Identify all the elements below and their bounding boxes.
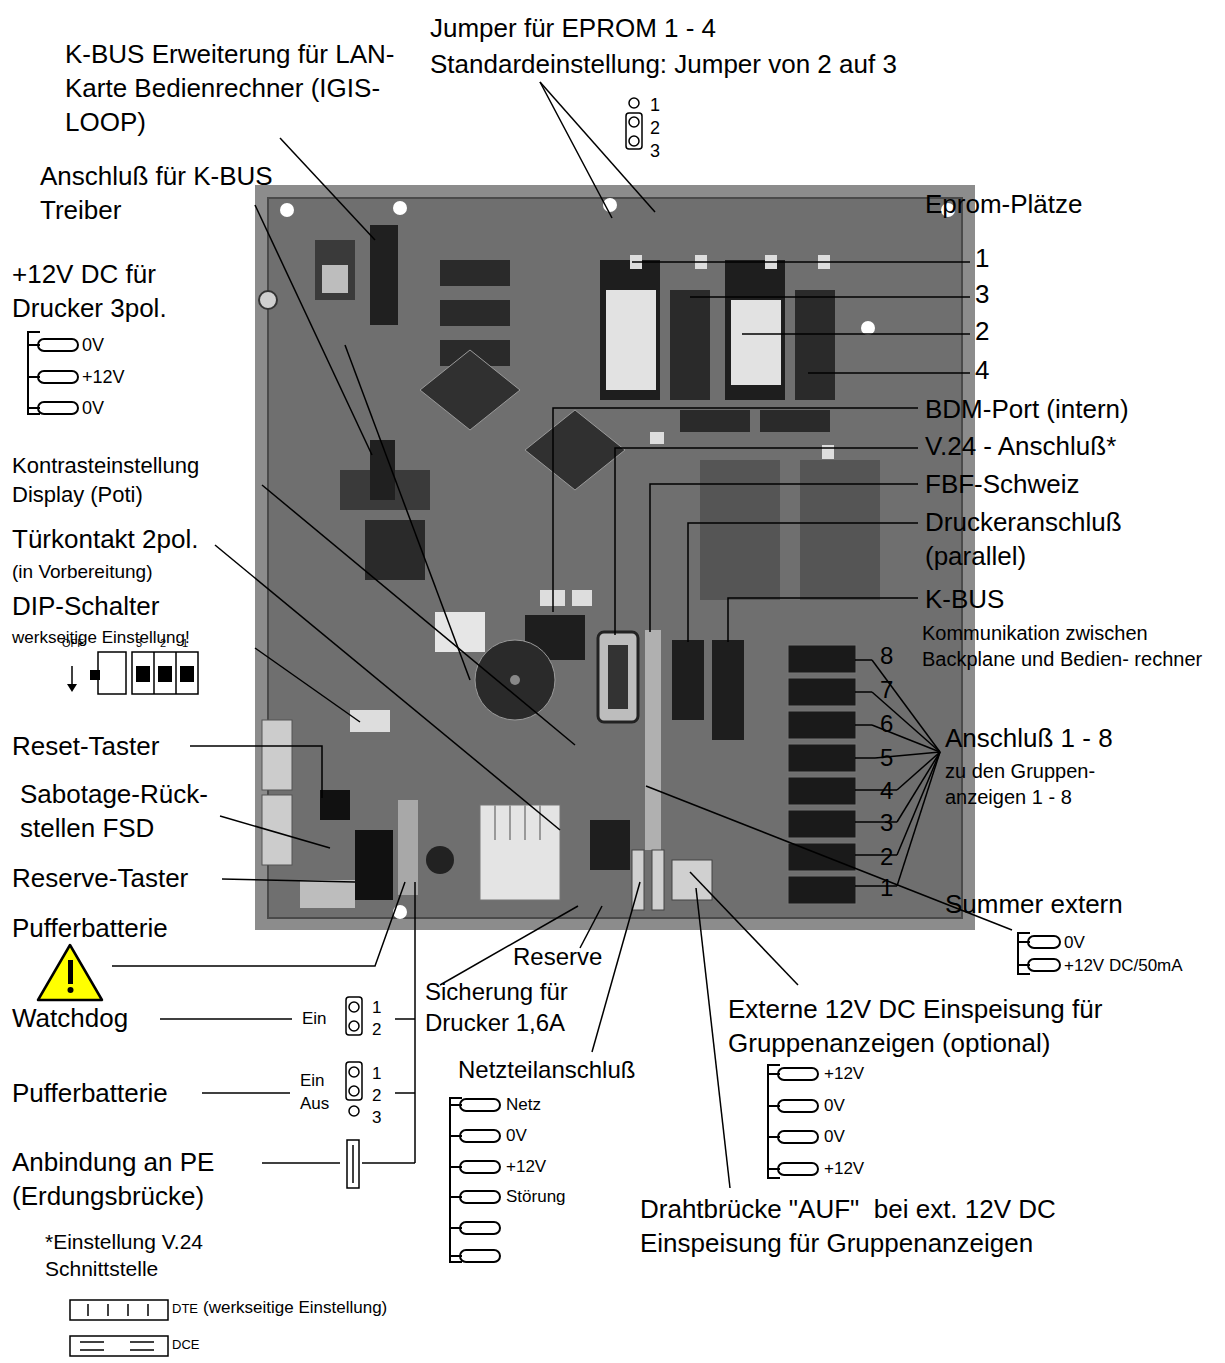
pin-label: 0V bbox=[82, 334, 104, 357]
callout-label: 7 bbox=[880, 674, 893, 705]
callout-label: Kommunikation zwischen Backplane und Bed… bbox=[922, 620, 1212, 672]
callout-label: 8 bbox=[880, 640, 893, 671]
callout-label: 1 bbox=[975, 242, 989, 276]
callout-label: K-BUS bbox=[925, 583, 1004, 617]
callout-label: Eprom-Plätze bbox=[925, 188, 1083, 222]
callout-label: Standardeinstellung: Jumper von 2 auf 3 bbox=[430, 48, 897, 82]
pin-label: 3 bbox=[372, 1107, 381, 1129]
callout-label: V.24 - Anschluß* bbox=[925, 430, 1116, 464]
pin-label: +12V bbox=[824, 1063, 864, 1085]
callout-label: 4 bbox=[880, 775, 893, 806]
callout-label: *Einstellung V.24 Schnittstelle bbox=[45, 1228, 275, 1283]
pin-label: 1 bbox=[372, 997, 381, 1019]
pin-label: +12V bbox=[82, 366, 125, 389]
callout-label: Netzteilanschluß bbox=[458, 1054, 635, 1085]
callout-label: Anbindung an PE (Erdungsbrücke) bbox=[12, 1146, 257, 1214]
pin-label: 2 bbox=[372, 1085, 381, 1107]
pin-label: 2 bbox=[650, 117, 660, 140]
callout-label: 6 bbox=[880, 708, 893, 739]
pin-label: +12V bbox=[824, 1158, 864, 1180]
callout-label: Druckeranschluß (parallel) bbox=[925, 506, 1205, 574]
pin-label: +12V DC/50mA bbox=[1064, 955, 1183, 977]
callout-label: +12V DC für Drucker 3pol. bbox=[12, 258, 237, 326]
callout-label: 2 bbox=[880, 841, 893, 872]
callout-label: 5 bbox=[880, 742, 893, 773]
pin-label: DCE bbox=[172, 1337, 199, 1354]
pin-label: Ein bbox=[300, 1070, 325, 1092]
callout-label: K-BUS Erweiterung für LAN-Karte Bedienre… bbox=[65, 38, 425, 139]
pin-label: 1 bbox=[182, 636, 188, 650]
pin-label: Ein bbox=[302, 1008, 327, 1030]
pin-label: 3 bbox=[650, 140, 660, 163]
pin-label: +12V bbox=[506, 1156, 546, 1178]
pin-label: 1 bbox=[372, 1063, 381, 1085]
callout-label: DIP-Schalter bbox=[12, 590, 159, 624]
pin-label: 2 bbox=[372, 1019, 381, 1041]
pin-label: 0V bbox=[82, 397, 104, 420]
callout-label: 3 bbox=[880, 807, 893, 838]
pin-label: Störung bbox=[506, 1186, 566, 1208]
callout-label: Anschluß 1 - 8 bbox=[945, 722, 1113, 756]
callout-label: Pufferbatterie bbox=[12, 1077, 168, 1111]
callout-label: Reserve-Taster bbox=[12, 862, 188, 896]
callout-label: Sabotage-Rück- stellen FSD bbox=[20, 778, 255, 846]
callout-label: 3 bbox=[975, 278, 989, 312]
callout-label: Pufferbatterie bbox=[12, 912, 168, 946]
pin-label: 3 bbox=[136, 636, 142, 650]
pin-label: 1 bbox=[650, 94, 660, 117]
callout-label: 4 bbox=[975, 354, 989, 388]
callout-label: Jumper für EPROM 1 - 4 bbox=[430, 12, 716, 46]
pin-label: OFF bbox=[62, 636, 84, 650]
pin-label: Aus bbox=[300, 1093, 329, 1115]
pin-label: 0V bbox=[1064, 932, 1085, 954]
callout-label: Summer extern bbox=[945, 888, 1123, 922]
callout-label: Sicherung für Drucker 1,6A bbox=[425, 976, 640, 1038]
callout-label: Externe 12V DC Einspeisung für Gruppenan… bbox=[728, 993, 1163, 1061]
callout-label: BDM-Port (intern) bbox=[925, 393, 1129, 427]
pin-label: (in Vorbereitung) bbox=[12, 560, 152, 585]
callout-label: 2 bbox=[975, 315, 989, 349]
pin-label: (werkseitige Einstellung) bbox=[203, 1297, 387, 1319]
pin-label: DTE bbox=[172, 1301, 198, 1318]
callout-label: Reserve bbox=[513, 941, 602, 972]
callout-label: Reset-Taster bbox=[12, 730, 159, 764]
callout-label: Drahtbrücke "AUF" bei ext. 12V DC Einspe… bbox=[640, 1193, 1150, 1261]
callout-label: zu den Gruppen- anzeigen 1 - 8 bbox=[945, 758, 1130, 810]
pin-label: 2 bbox=[160, 636, 166, 650]
pin-label: 0V bbox=[824, 1126, 845, 1148]
callout-label: 1 bbox=[880, 872, 893, 903]
callout-label: FBF-Schweiz bbox=[925, 468, 1080, 502]
pin-label: 0V bbox=[506, 1125, 527, 1147]
pin-label: 0V bbox=[824, 1095, 845, 1117]
callout-label: Anschluß für K-BUS Treiber bbox=[40, 160, 280, 228]
callout-label: Kontrasteinstellung Display (Poti) bbox=[12, 452, 267, 509]
pin-label: Netz bbox=[506, 1094, 541, 1116]
callout-label: Türkontakt 2pol. bbox=[12, 523, 198, 557]
callout-label: Watchdog bbox=[12, 1002, 128, 1036]
